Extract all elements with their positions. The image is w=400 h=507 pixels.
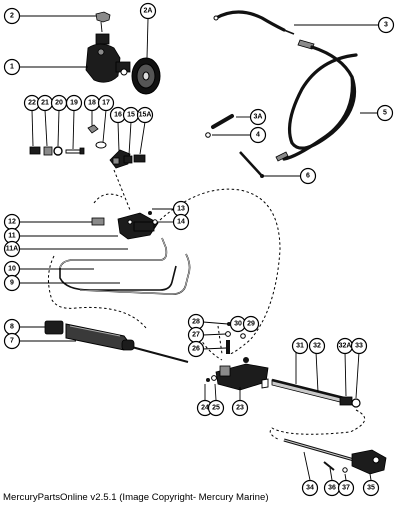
part-control-valve xyxy=(91,212,159,240)
callout-14: 14 xyxy=(172,213,190,231)
callout-22: 22 xyxy=(23,94,41,112)
svg-text:35: 35 xyxy=(367,485,375,492)
callout-10: 10 xyxy=(3,260,21,278)
svg-text:7: 7 xyxy=(10,338,14,345)
svg-text:36: 36 xyxy=(328,485,336,492)
callout-11: 11 xyxy=(3,227,21,245)
part-pump-assembly xyxy=(85,11,131,83)
callout-32: 32 xyxy=(308,337,326,355)
callout-5: 5 xyxy=(376,104,394,122)
callout-6: 6 xyxy=(299,167,317,185)
svg-text:19: 19 xyxy=(70,100,78,107)
svg-text:18: 18 xyxy=(88,100,96,107)
part-hydraulic-lines xyxy=(59,237,191,295)
callout-1: 1 xyxy=(3,58,21,76)
svg-text:4: 4 xyxy=(256,132,260,139)
svg-text:1: 1 xyxy=(10,64,14,71)
svg-text:10: 10 xyxy=(8,266,16,273)
svg-text:27: 27 xyxy=(192,332,200,339)
svg-text:32: 32 xyxy=(313,343,321,350)
svg-text:8: 8 xyxy=(10,324,14,331)
callout-26: 26 xyxy=(187,340,205,358)
callout-33: 33 xyxy=(350,337,368,355)
callout-18: 18 xyxy=(83,94,101,112)
part-steering-bracket xyxy=(206,322,269,391)
part-washer-4 xyxy=(205,132,211,138)
callout-3a: 3A xyxy=(249,108,267,126)
svg-text:2: 2 xyxy=(10,13,14,20)
callout-20: 20 xyxy=(50,94,68,112)
callout-7: 7 xyxy=(3,332,21,350)
callout-31: 31 xyxy=(291,337,309,355)
callout-17: 17 xyxy=(97,94,115,112)
callout-12: 12 xyxy=(3,213,21,231)
svg-text:25: 25 xyxy=(212,405,220,412)
svg-text:11: 11 xyxy=(8,233,16,240)
svg-text:15: 15 xyxy=(127,112,135,119)
part-small-hardware-row xyxy=(29,124,146,169)
callout-19: 19 xyxy=(65,94,83,112)
svg-text:17: 17 xyxy=(102,100,110,107)
part-rod-6 xyxy=(239,151,263,177)
part-pressure-hose xyxy=(275,39,358,162)
callout-2a: 2A xyxy=(139,2,157,20)
callout-2: 2 xyxy=(3,7,21,25)
callout-23: 23 xyxy=(231,399,249,417)
svg-text:26: 26 xyxy=(192,346,200,353)
svg-text:23: 23 xyxy=(236,405,244,412)
callout-9: 9 xyxy=(3,274,21,292)
callout-21: 21 xyxy=(36,94,54,112)
svg-text:24: 24 xyxy=(201,405,209,412)
part-pulley xyxy=(131,57,161,95)
svg-text:14: 14 xyxy=(177,219,185,226)
copyright-caption: MercuryPartsOnline v2.5.1 (Image Copyrig… xyxy=(3,492,269,503)
svg-text:37: 37 xyxy=(342,485,350,492)
callout-30: 30 xyxy=(229,315,247,333)
callout-13: 13 xyxy=(172,200,190,218)
svg-text:21: 21 xyxy=(41,100,49,107)
svg-text:31: 31 xyxy=(296,343,304,350)
svg-text:22: 22 xyxy=(28,100,36,107)
svg-text:13: 13 xyxy=(177,206,185,213)
svg-text:30: 30 xyxy=(234,321,242,328)
callout-32a: 32A xyxy=(336,337,354,355)
callout-4: 4 xyxy=(249,126,267,144)
svg-text:33: 33 xyxy=(355,343,363,350)
svg-text:12: 12 xyxy=(8,219,16,226)
part-tie-bar-assembly xyxy=(283,438,387,475)
svg-text:5: 5 xyxy=(383,110,387,117)
callout-15: 15 xyxy=(122,106,140,124)
svg-text:6: 6 xyxy=(306,173,310,180)
svg-text:32A: 32A xyxy=(339,343,352,350)
callout-11a: 11A xyxy=(3,240,21,258)
callout-34: 34 xyxy=(301,479,319,497)
svg-text:3A: 3A xyxy=(254,114,263,121)
part-steering-cylinder xyxy=(44,320,189,363)
svg-text:28: 28 xyxy=(192,319,200,326)
callout-29: 29 xyxy=(242,315,260,333)
svg-text:2A: 2A xyxy=(144,8,153,15)
part-piston-rod-assembly xyxy=(261,378,361,408)
svg-text:11A: 11A xyxy=(6,246,18,253)
callout-27: 27 xyxy=(187,326,205,344)
svg-text:9: 9 xyxy=(10,280,14,287)
svg-text:15A: 15A xyxy=(139,112,152,119)
callout-8: 8 xyxy=(3,318,21,336)
callout-3: 3 xyxy=(377,16,395,34)
svg-text:29: 29 xyxy=(247,321,255,328)
callout-36: 36 xyxy=(323,479,341,497)
callout-37: 37 xyxy=(337,479,355,497)
callout-35: 35 xyxy=(362,479,380,497)
callout-15a: 15A xyxy=(136,106,154,124)
svg-text:3: 3 xyxy=(384,22,388,29)
svg-text:20: 20 xyxy=(55,100,63,107)
part-return-hose xyxy=(213,10,295,35)
callout-25: 25 xyxy=(207,399,225,417)
svg-text:34: 34 xyxy=(306,485,314,492)
svg-text:16: 16 xyxy=(114,112,122,119)
part-tube-3a xyxy=(211,114,234,129)
